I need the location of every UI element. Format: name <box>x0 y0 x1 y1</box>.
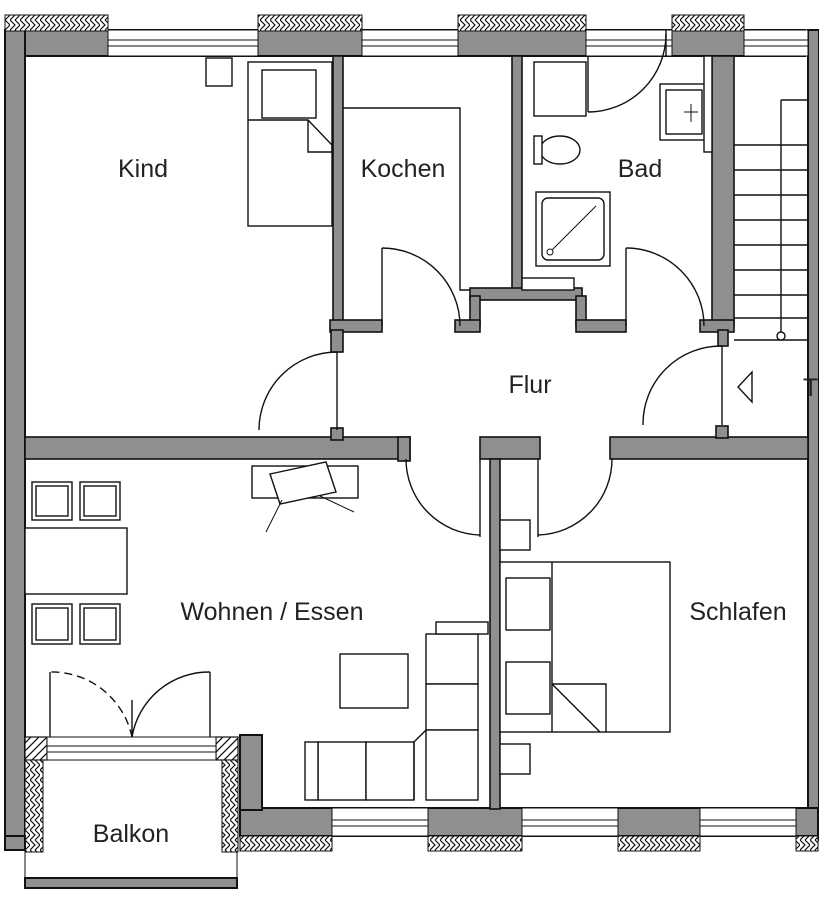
outer-walls <box>4 29 819 841</box>
room-labels: Kind Kochen Bad Flur Wohnen / Essen Schl… <box>93 155 819 848</box>
room-label-wohnen-essen: Wohnen / Essen <box>181 598 364 626</box>
room-label-flur: Flur <box>508 371 551 399</box>
top-windows <box>107 29 809 57</box>
room-label-schlafen: Schlafen <box>689 598 786 626</box>
bottom-windows <box>239 807 819 852</box>
room-label-bad: Bad <box>618 155 662 183</box>
furniture <box>24 55 713 801</box>
interior-walls <box>24 55 809 811</box>
staircase <box>734 99 808 404</box>
top-insulation <box>4 14 745 32</box>
room-label-kochen: Kochen <box>361 155 446 183</box>
room-label-balkon: Balkon <box>93 820 169 848</box>
balcony-structure <box>4 736 239 889</box>
doors <box>49 30 723 738</box>
room-label-kind: Kind <box>118 155 168 183</box>
stair-label: T <box>803 374 818 402</box>
